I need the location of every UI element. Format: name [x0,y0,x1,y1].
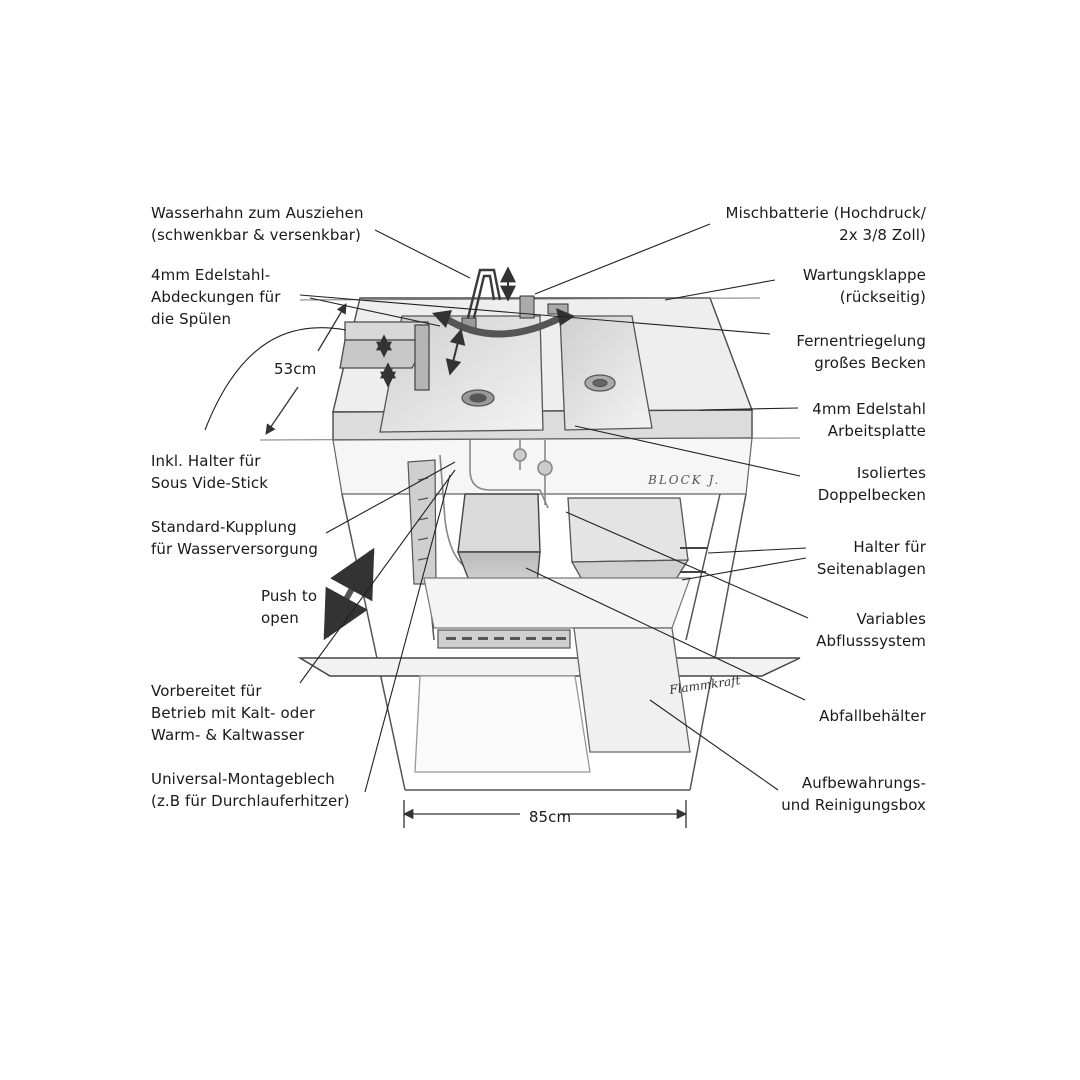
label-double-sink-line-1: Isoliertes [856,464,926,482]
label-faucet-line-1: Wasserhahn zum Ausziehen [151,204,364,222]
label-side-holder-line-2: Seitenablagen [816,560,926,578]
label-coldwarm-line-2: Betrieb mit Kalt- oder [151,704,315,722]
label-service-line-1: Wartungsklappe [802,266,926,284]
label-drain-line-2: Abflusssystem [816,632,926,650]
label-coupling-line-1: Standard-Kupplung [151,518,297,536]
label-push-open: Push to open [261,585,317,629]
label-storage: Aufbewahrungs- und Reinigungsbox [781,772,926,816]
label-coldwarm: Vorbereitet für Betrieb mit Kalt- oder W… [151,680,315,746]
label-covers: 4mm Edelstahl- Abdeckungen für die Spüle… [151,264,281,330]
label-double-sink-line-2: Doppelbecken [817,486,926,504]
dimension-lines [265,303,688,828]
label-drain: Variables Abflusssystem [816,608,926,652]
label-waste: Abfallbehälter [819,707,926,725]
label-sousvide-line-2: Sous Vide-Stick [151,474,269,492]
front-logo: BLOCK J. [647,473,720,487]
label-mixer: Mischbatterie (Hochdruck/ 2x 3/8 Zoll) [726,202,926,246]
leader-lines [204,223,809,793]
label-remote: Fernentriegelung großes Becken [796,330,926,374]
label-mounting-line-2: (z.B für Durchlauferhitzer) [151,792,350,810]
label-sousvide-line-1: Inkl. Halter für [151,452,261,470]
label-faucet-line-2: (schwenkbar & versenkbar) [151,226,361,244]
label-service: Wartungsklappe (rückseitig) [803,264,926,308]
label-depth: 53cm [274,360,317,378]
label-service-line-2: (rückseitig) [839,288,926,306]
label-side-holder: Halter für Seitenablagen [817,536,926,580]
label-push-open-line-2: open [261,609,299,627]
label-side-holder-line-1: Halter für [853,538,926,556]
label-storage-line-1: Aufbewahrungs- [801,774,926,792]
label-worktop-line-1: 4mm Edelstahl [812,400,926,418]
label-faucet: Wasserhahn zum Ausziehen (schwenkbar & v… [151,202,364,246]
storage-box-sketch [414,627,691,773]
label-sousvide: Inkl. Halter für Sous Vide-Stick [151,450,268,494]
base-shelf-sketch [423,577,691,629]
perforated-holder-sketch [407,459,437,585]
label-remote-line-1: Fernentriegelung [796,332,926,350]
push-open-arrow [323,547,375,641]
label-worktop: 4mm Edelstahl Arbeitsplatte [812,398,926,442]
swivel-arrow-sketch [441,314,564,338]
label-coldwarm-line-3: Warm- & Kaltwasser [151,726,305,744]
label-covers-line-1: 4mm Edelstahl- [151,266,271,284]
label-covers-line-3: die Spülen [151,310,232,328]
label-worktop-line-2: Arbeitsplatte [827,422,926,440]
label-push-open-line-1: Push to [261,587,318,605]
label-mixer-line-2: 2x 3/8 Zoll) [839,226,926,244]
label-drain-line-1: Variables [856,610,926,628]
label-width: 85cm [528,808,572,826]
label-coupling: Standard-Kupplung für Wasserversorgung [151,516,318,560]
label-coupling-line-2: für Wasserversorgung [151,540,319,558]
label-double-sink: Isoliertes Doppelbecken [818,462,926,506]
label-storage-line-2: und Reinigungsbox [781,796,926,814]
label-mounting-line-1: Universal-Montageblech [151,770,335,788]
perforated-strip-sketch [437,629,571,649]
label-covers-line-2: Abdeckungen für [151,288,281,306]
label-mounting: Universal-Montageblech (z.B für Durchlau… [151,768,350,812]
label-mixer-line-1: Mischbatterie (Hochdruck/ [725,204,926,222]
label-remote-line-2: großes Becken [814,354,926,372]
label-coldwarm-line-1: Vorbereitet für [151,682,262,700]
